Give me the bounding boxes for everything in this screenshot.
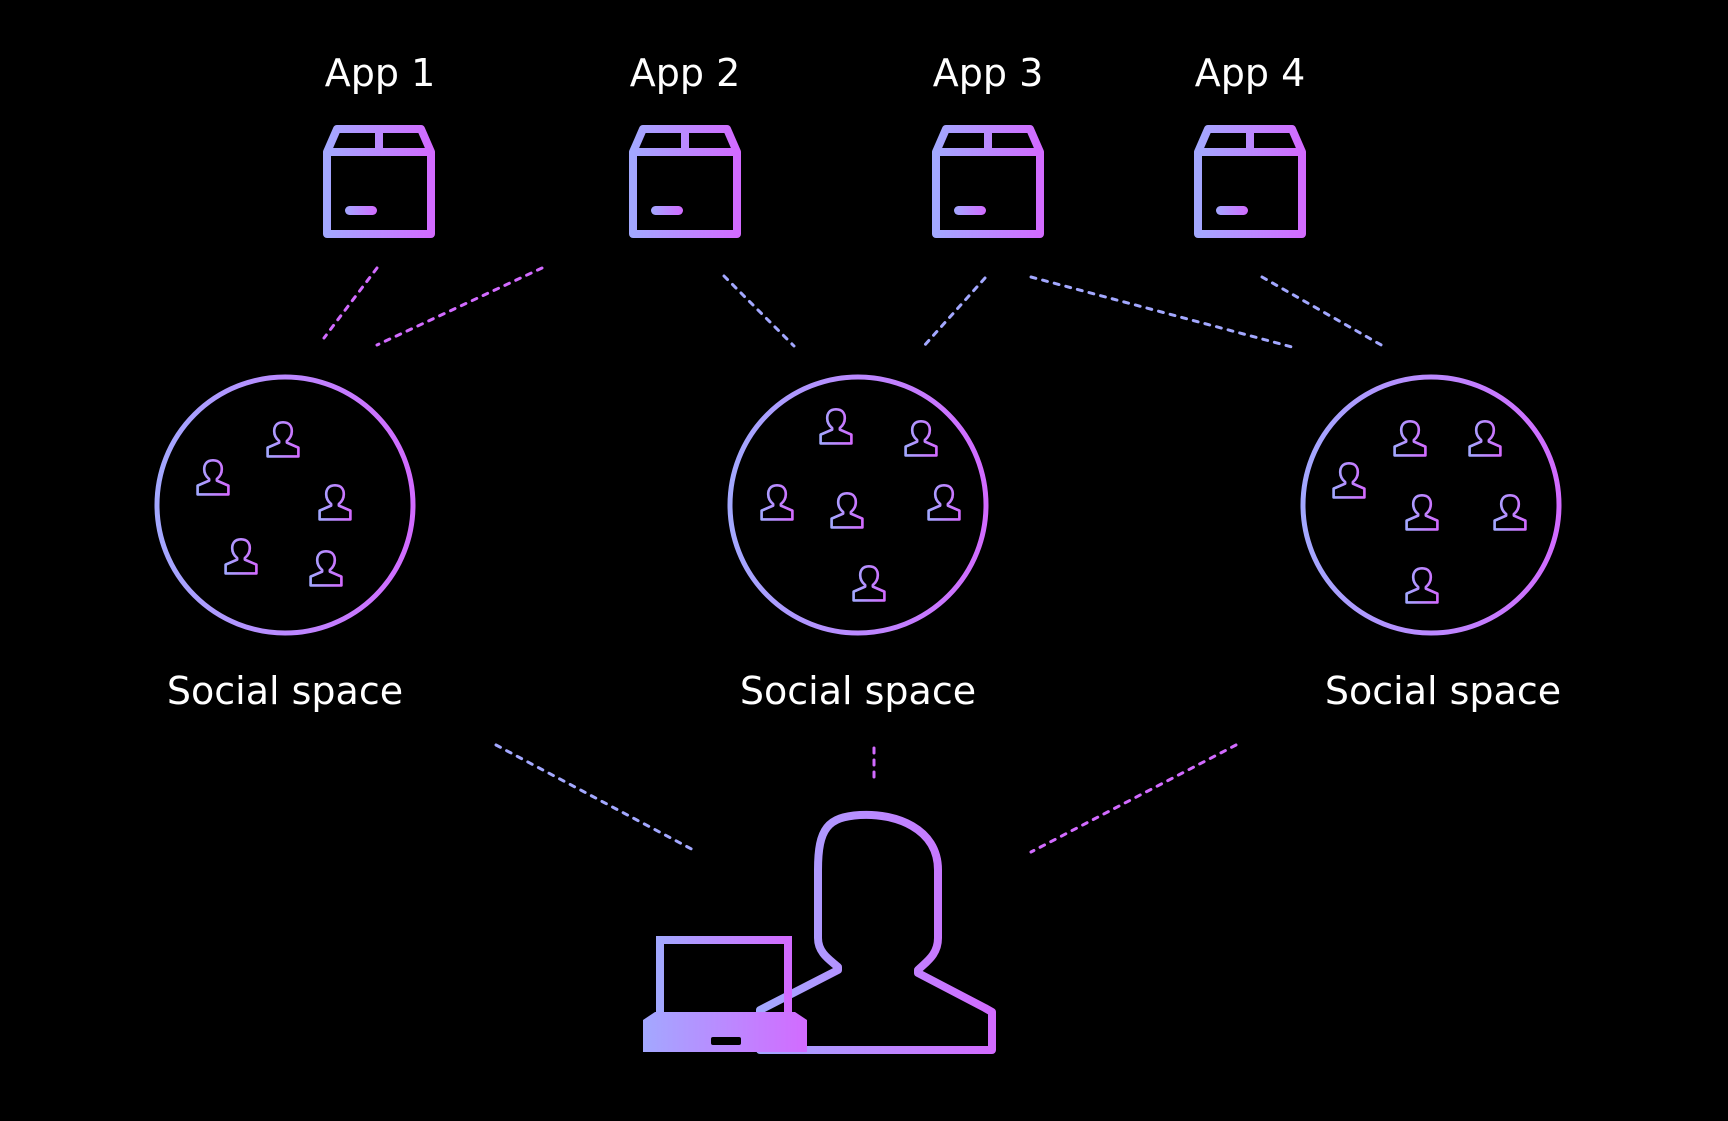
connector-space3-user — [1029, 743, 1238, 854]
connector-space1-user — [494, 743, 699, 854]
connector-app3-space3 — [1029, 275, 1294, 349]
connector-app2-space2 — [722, 274, 796, 348]
app-1-label: App 1 — [324, 51, 436, 95]
social-space-3-icon — [1300, 374, 1562, 636]
social-space-1-icon — [154, 374, 416, 636]
user-with-laptop-icon — [643, 810, 996, 1054]
app-3-box-icon — [936, 129, 1040, 234]
connectors — [322, 266, 1385, 854]
app-4-box-icon — [1198, 129, 1302, 234]
social-space-2-icon — [727, 374, 989, 636]
app-3-label: App 3 — [932, 51, 1044, 95]
app-4-label: App 4 — [1194, 51, 1306, 95]
social-space-3-label: Social space — [1324, 669, 1562, 713]
connector-app3-space2 — [921, 276, 987, 349]
social-space-2-label: Social space — [739, 669, 977, 713]
social-space-1-label: Social space — [166, 669, 404, 713]
connector-app4-space3 — [1260, 275, 1385, 348]
connector-app1-space1 — [322, 266, 379, 340]
app-1-box-icon — [327, 129, 431, 234]
app-2-label: App 2 — [629, 51, 741, 95]
app-2-box-icon — [633, 129, 737, 234]
connector-app2-space1 — [375, 266, 544, 347]
